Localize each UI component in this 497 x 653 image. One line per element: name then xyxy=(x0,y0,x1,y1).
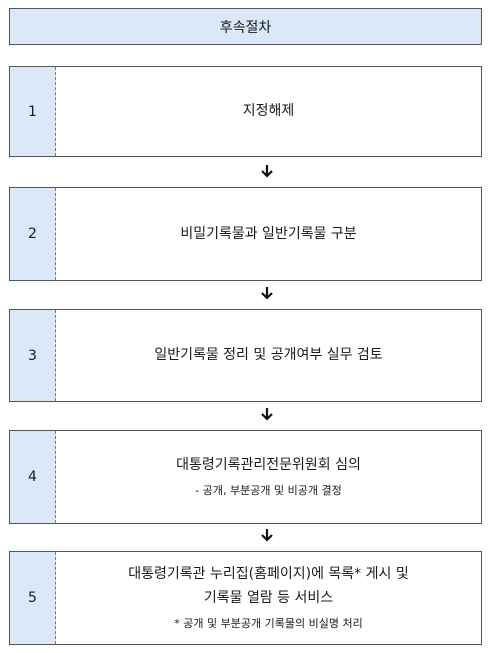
step-content: 대통령기록관리전문위원회 심의 - 공개, 부분공개 및 비공개 결정 xyxy=(56,431,481,523)
step-text: 비밀기록물과 일반기록물 구분 xyxy=(180,225,357,242)
process-title: 후속절차 xyxy=(9,8,482,45)
step-text: 대통령기록관 누리집(홈페이지)에 목록* 게시 및 xyxy=(128,565,409,582)
step-number: 5 xyxy=(10,552,56,644)
step-1: 1 지정해제 xyxy=(9,66,482,157)
step-content: 일반기록물 정리 및 공개여부 실무 검토 xyxy=(56,310,481,401)
step-note: * 공개 및 부분공개 기록물의 비실명 처리 xyxy=(174,617,363,631)
step-5: 5 대통령기록관 누리집(홈페이지)에 목록* 게시 및 기록물 열람 등 서비… xyxy=(9,551,482,645)
step-text: 기록물 열람 등 서비스 xyxy=(203,590,334,607)
down-arrow-icon xyxy=(259,406,275,422)
down-arrow-icon xyxy=(259,285,275,301)
step-number: 2 xyxy=(10,188,56,280)
step-content: 대통령기록관 누리집(홈페이지)에 목록* 게시 및 기록물 열람 등 서비스 … xyxy=(56,552,481,644)
step-number: 1 xyxy=(10,67,56,156)
step-content: 지정해제 xyxy=(56,67,481,156)
step-number: 4 xyxy=(10,431,56,523)
step-text: 일반기록물 정리 및 공개여부 실무 검토 xyxy=(154,347,383,364)
step-number: 3 xyxy=(10,310,56,401)
step-note: - 공개, 부분공개 및 비공개 결정 xyxy=(195,483,342,497)
step-content: 비밀기록물과 일반기록물 구분 xyxy=(56,188,481,280)
step-2: 2 비밀기록물과 일반기록물 구분 xyxy=(9,187,482,281)
down-arrow-icon xyxy=(259,163,275,179)
down-arrow-icon xyxy=(259,527,275,543)
step-3: 3 일반기록물 정리 및 공개여부 실무 검토 xyxy=(9,309,482,402)
step-4: 4 대통령기록관리전문위원회 심의 - 공개, 부분공개 및 비공개 결정 xyxy=(9,430,482,524)
step-text: 지정해제 xyxy=(242,103,295,120)
step-text: 대통령기록관리전문위원회 심의 xyxy=(176,457,361,473)
